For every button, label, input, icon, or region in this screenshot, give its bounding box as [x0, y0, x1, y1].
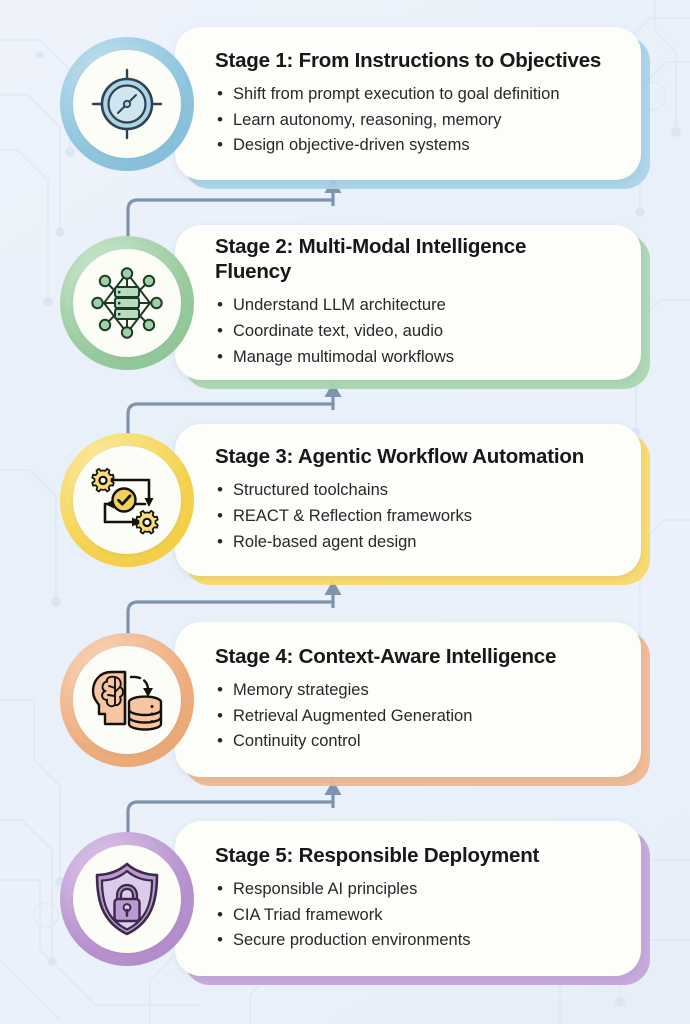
stage-bullets-1: Shift from prompt execution to goal defi… — [215, 81, 623, 160]
stage-bullet: Manage multimodal workflows — [215, 344, 583, 371]
stage-bullet: Retrieval Augmented Generation — [215, 703, 623, 730]
network-server-icon — [91, 266, 163, 339]
stage-bullet: Coordinate text, video, audio — [215, 318, 583, 345]
stage-bullet: Secure production environments — [215, 927, 623, 954]
stage-bullet: REACT & Reflection frameworks — [215, 503, 623, 530]
stage-row-3[interactable]: Stage 3: Agentic Workflow Automation Str… — [0, 424, 690, 585]
stage-medallion-2[interactable] — [60, 235, 194, 370]
stage-title-4: Stage 4: Context-Aware Intelligence — [215, 644, 557, 668]
medallion-inner — [73, 645, 181, 754]
stage-bullet: Role-based agent design — [215, 529, 623, 556]
gears-check-icon — [91, 467, 159, 535]
stage-card-4[interactable]: Stage 4: Context-Aware Intelligence Memo… — [175, 622, 641, 777]
stage-bullet: Responsible AI principles — [215, 876, 623, 903]
compass-target-icon — [91, 68, 163, 139]
stage-row-2[interactable]: Stage 2: Multi-Modal Intelligence Fluenc… — [0, 225, 690, 389]
stage-bullets-2: Understand LLM architecture Coordinate t… — [215, 292, 583, 371]
stage-medallion-4[interactable] — [60, 632, 194, 767]
stage-bullets-3: Structured toolchains REACT & Reflection… — [215, 477, 623, 556]
stage-row-4[interactable]: Stage 4: Context-Aware Intelligence Memo… — [0, 622, 690, 786]
stage-card-1[interactable]: Stage 1: From Instructions to Objectives… — [175, 27, 641, 180]
stage-bullet: Continuity control — [215, 728, 623, 755]
stage-bullet: CIA Triad framework — [215, 902, 623, 929]
medallion-inner — [73, 49, 181, 158]
stage-bullet: Design objective-driven systems — [215, 132, 623, 159]
stage-row-5[interactable]: Stage 5: Responsible Deployment Responsi… — [0, 821, 690, 985]
medallion-inner — [73, 446, 181, 554]
stage-title-5: Stage 5: Responsible Deployment — [215, 843, 540, 867]
stage-medallion-5[interactable] — [60, 831, 194, 966]
stage-bullet: Shift from prompt execution to goal defi… — [215, 81, 623, 108]
stage-row-1[interactable]: Stage 1: From Instructions to Objectives… — [0, 27, 690, 189]
stage-medallion-1[interactable] — [60, 36, 194, 171]
stage-title-1: Stage 1: From Instructions to Objectives — [215, 48, 602, 72]
stage-card-2[interactable]: Stage 2: Multi-Modal Intelligence Fluenc… — [175, 225, 641, 380]
medallion-inner — [73, 844, 181, 953]
stage-bullet: Memory strategies — [215, 677, 623, 704]
stage-bullet: Structured toolchains — [215, 477, 623, 504]
brain-database-icon — [91, 670, 163, 731]
stage-title-3: Stage 3: Agentic Workflow Automation — [215, 445, 585, 469]
stage-bullets-5: Responsible AI principles CIA Triad fram… — [215, 876, 623, 955]
stage-bullets-4: Memory strategies Retrieval Augmented Ge… — [215, 677, 623, 756]
medallion-inner — [73, 248, 181, 357]
stage-bullet: Learn autonomy, reasoning, memory — [215, 107, 623, 134]
stage-medallion-3[interactable] — [60, 433, 194, 567]
stage-title-2: Stage 2: Multi-Modal Intelligence Fluenc… — [215, 235, 527, 284]
stage-card-5[interactable]: Stage 5: Responsible Deployment Responsi… — [175, 821, 641, 976]
stage-bullet: Understand LLM architecture — [215, 292, 583, 319]
stage-card-3[interactable]: Stage 3: Agentic Workflow Automation Str… — [175, 424, 641, 576]
shield-lock-icon — [95, 862, 159, 935]
